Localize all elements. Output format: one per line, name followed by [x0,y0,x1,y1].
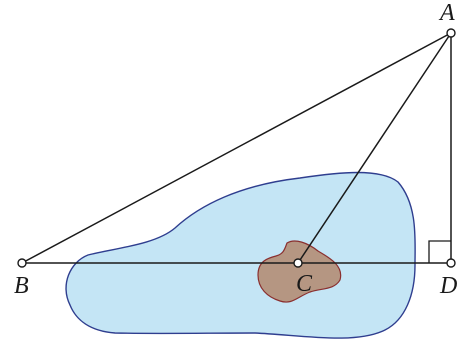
label-D: D [439,273,457,299]
label-A: A [438,0,455,26]
right-angle-marker [428,240,451,263]
point-D [446,258,456,268]
point-B [17,258,27,268]
segment-AC [297,32,452,264]
point-C [293,258,303,268]
island-region [257,240,342,303]
lake-region [65,171,416,339]
label-B: B [14,273,29,299]
point-A [446,28,456,38]
label-C: C [296,271,313,297]
segment-AB [21,32,452,264]
